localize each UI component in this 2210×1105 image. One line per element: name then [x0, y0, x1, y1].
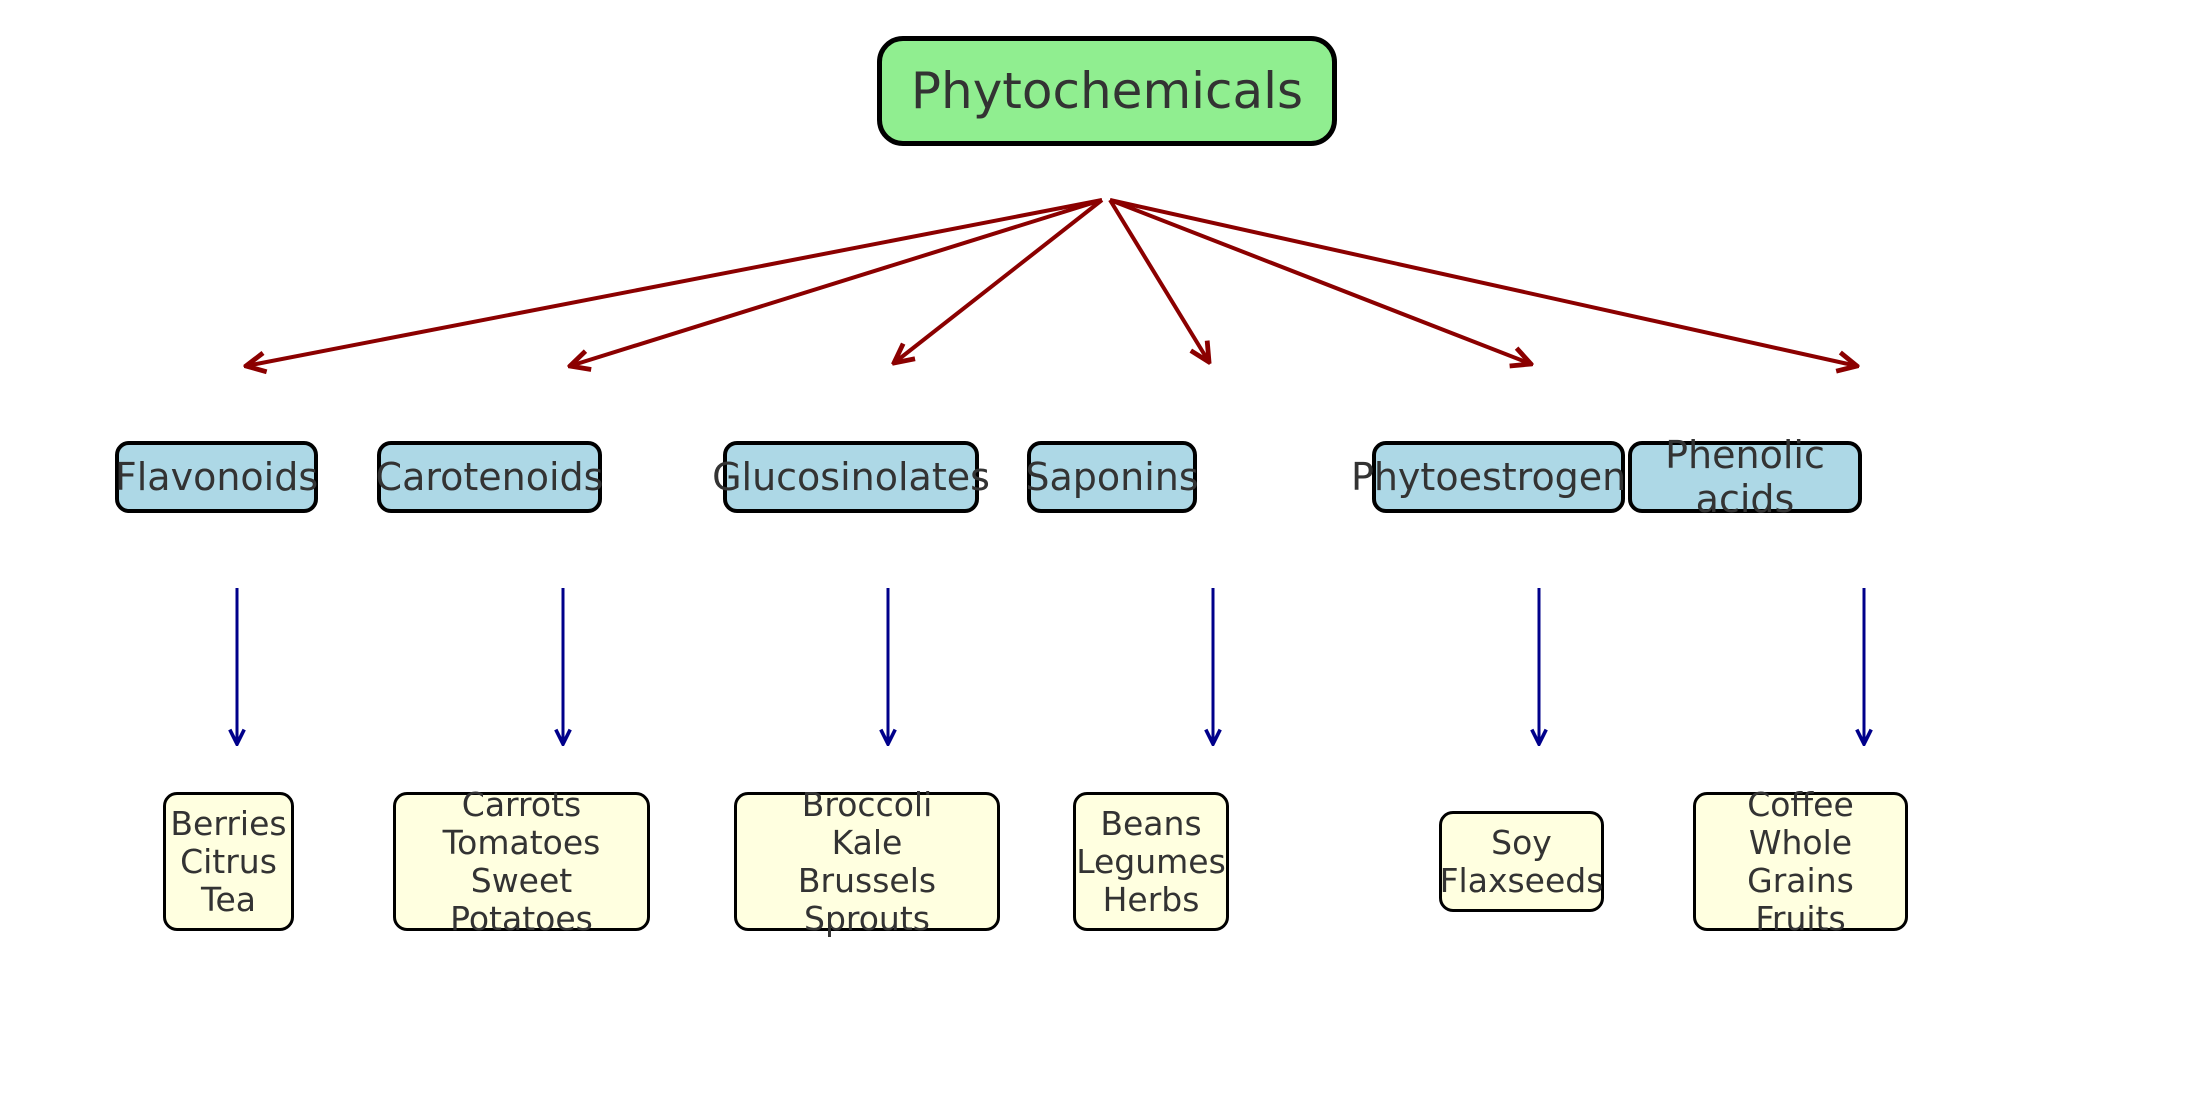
category-node-saponins: Saponins: [1025, 441, 1199, 513]
category-node-glucosinolates: Glucosinolates: [712, 441, 990, 513]
food-item: Sweet Potatoes: [450, 860, 593, 938]
food-item: Whole Grains: [1747, 822, 1854, 900]
food-item: Coffee: [1747, 784, 1854, 824]
category-node-phenolic-acids: Phenolic acids: [1628, 433, 1862, 521]
food-item: Berries: [170, 803, 287, 843]
category-node-carotenoids: Carotenoids: [376, 441, 603, 513]
food-item: Soy: [1491, 822, 1552, 862]
food-item: Beans: [1100, 803, 1202, 843]
root-to-category-arrow: [1109, 198, 1531, 364]
root-to-category-arrow: [1108, 198, 1209, 362]
food-item: Kale: [831, 822, 903, 862]
food-item: Fruits: [1755, 898, 1846, 938]
food-item: Citrus: [180, 841, 277, 881]
food-item: Herbs: [1102, 879, 1200, 919]
root-to-category-arrow: [1109, 198, 1857, 366]
root-node: Phytochemicals: [877, 36, 1337, 146]
root-to-category-arrow: [246, 198, 1103, 366]
food-item: Legumes: [1076, 841, 1226, 881]
food-item: Brussels Sprouts: [797, 860, 937, 938]
root-to-category-arrow: [894, 198, 1104, 363]
food-item: Flaxseeds: [1439, 860, 1604, 900]
food-item: Carrots: [461, 784, 582, 824]
root-to-category-arrow: [570, 198, 1103, 366]
category-node-flavonoids: Flavonoids: [115, 441, 318, 513]
food-item: Broccoli: [801, 784, 933, 824]
food-item: Tea: [200, 879, 257, 919]
food-item: Tomatoes: [442, 822, 601, 862]
category-node-phytoestrogens: Phytoestrogens: [1351, 441, 1646, 513]
